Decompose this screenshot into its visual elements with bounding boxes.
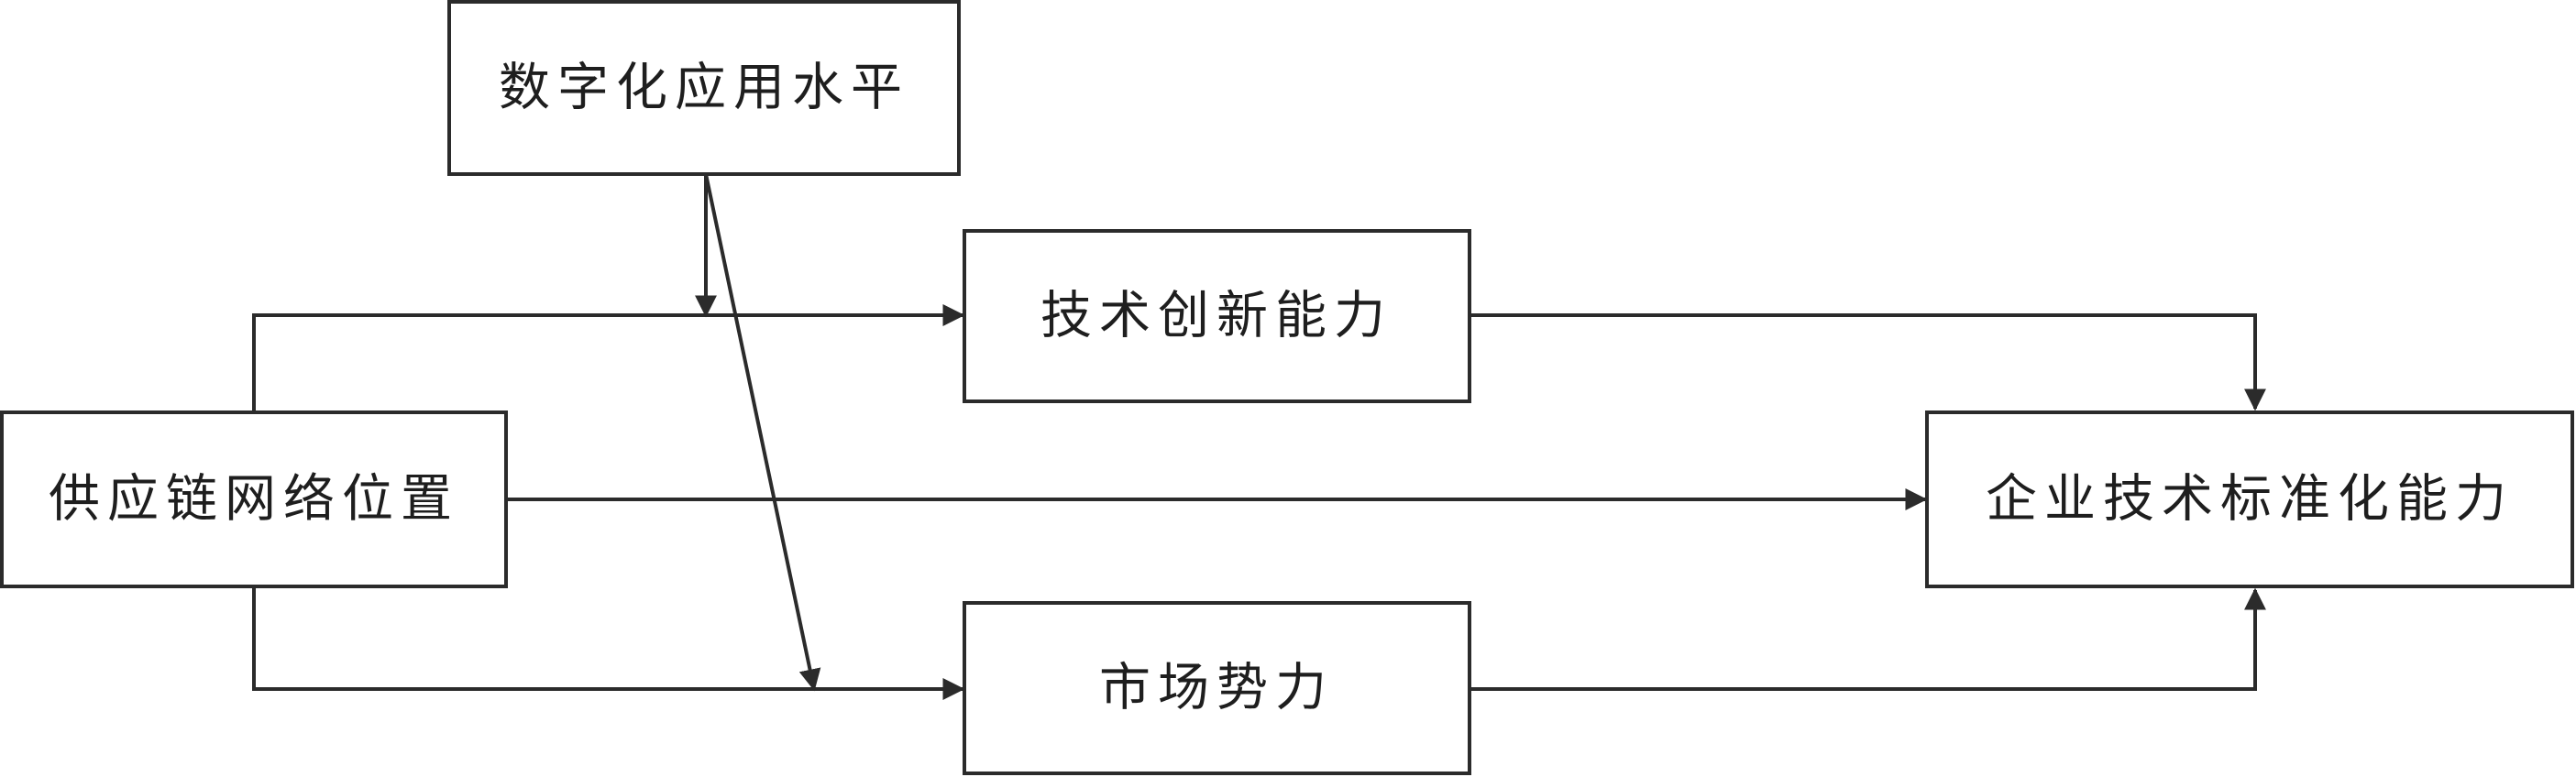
node-supply-chain-position: 供应链网络位置 [0, 410, 508, 588]
node-technical-standardization-label: 企业技术标准化能力 [1986, 470, 2514, 530]
connectors [252, 173, 2266, 700]
arrow-innovation-to-standardization [1470, 313, 2266, 411]
arrow-supply-chain-to-innovation [252, 304, 965, 412]
node-supply-chain-position-label: 供应链网络位置 [49, 470, 459, 530]
node-digital-application-level-label: 数字化应用水平 [499, 59, 909, 118]
arrow-market-to-standardization [1470, 587, 2266, 691]
node-technological-innovation: 技术创新能力 [963, 229, 1471, 403]
node-market-power-label: 市场势力 [1099, 659, 1334, 718]
node-digital-application-level: 数字化应用水平 [447, 0, 961, 176]
node-technological-innovation-label: 技术创新能力 [1040, 287, 1393, 346]
moderating-arrow-digital-to-market-path [704, 173, 821, 692]
node-technical-standardization: 企业技术标准化能力 [1925, 410, 2574, 588]
arrow-supply-chain-to-market [252, 586, 965, 700]
node-market-power: 市场势力 [963, 601, 1471, 775]
